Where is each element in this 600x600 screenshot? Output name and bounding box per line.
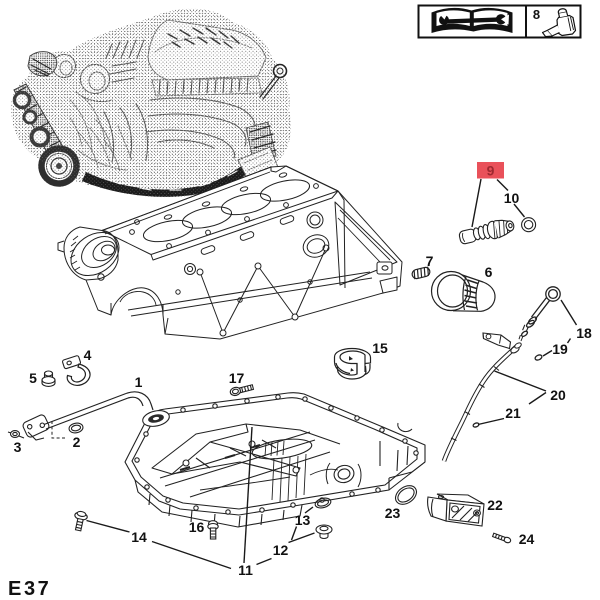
svg-text:20: 20 [550,387,566,403]
svg-text:23: 23 [385,505,401,521]
svg-text:5: 5 [29,370,37,386]
svg-text:13: 13 [295,512,311,528]
svg-text:4: 4 [84,347,92,363]
svg-text:21: 21 [505,405,521,421]
svg-text:24: 24 [519,531,535,547]
svg-text:10: 10 [504,190,520,206]
svg-text:22: 22 [487,497,503,513]
svg-text:14: 14 [131,529,147,545]
svg-text:9: 9 [487,163,495,179]
svg-text:7: 7 [426,253,434,269]
svg-text:17: 17 [229,370,245,386]
svg-text:12: 12 [273,542,289,558]
svg-text:2: 2 [73,434,81,450]
svg-text:16: 16 [189,519,205,535]
svg-text:15: 15 [372,340,388,356]
svg-text:3: 3 [14,439,22,455]
svg-text:8: 8 [533,7,540,22]
svg-text:19: 19 [552,341,568,357]
svg-text:11: 11 [238,562,253,578]
svg-text:6: 6 [485,264,493,280]
svg-text:1: 1 [135,374,143,390]
svg-text:18: 18 [576,325,592,341]
svg-text:E37: E37 [8,578,51,600]
